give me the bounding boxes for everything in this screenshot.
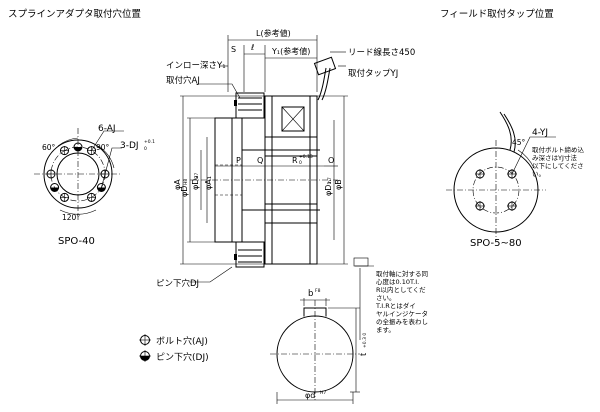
note-line-4: さい。 — [376, 294, 396, 302]
dim-phi-D-fit: H8 — [183, 179, 189, 185]
label-angle-60: 60° — [42, 143, 56, 152]
dim-Y1: Y₁(参考値) — [271, 46, 310, 56]
pin-hole-dj-icon — [50, 142, 106, 192]
label-6-aj: 6-AJ — [98, 124, 116, 134]
note-line-1: 取付軸に対する同 — [376, 269, 428, 278]
label-inlow-depth: インロー深さY₁ — [166, 61, 226, 71]
label-3-dj-tol-lower: 0 — [144, 146, 147, 152]
note-bolt-depth-3: 以下にしてくださ — [532, 162, 584, 170]
dim-t-tol: +0.3 0 — [362, 333, 368, 348]
label-4-yj: 4-YJ — [532, 128, 548, 138]
caption-spo-40: SPO-40 — [58, 236, 95, 247]
note-line-3: R以内としてくだ — [376, 285, 426, 294]
left-end-view — [34, 128, 124, 220]
note-line-7: の全振みを表わし — [376, 317, 428, 326]
label-mount-hole-aj: 取付穴AJ — [166, 75, 200, 86]
label-angle-90: 90° — [96, 143, 110, 152]
legend-bolt-hole-label: ボルト穴(AJ) — [156, 335, 208, 347]
legend-pin-hole-icon — [139, 350, 151, 362]
label-mount-tap-yj: 取付タップYJ — [348, 68, 398, 79]
dim-phi-A: φA — [173, 179, 182, 190]
right-end-view — [446, 111, 556, 240]
note-bolt-depth-2: み深さはYJ寸法 — [532, 153, 577, 162]
dim-t: t — [359, 353, 368, 356]
dim-phi-D2: φD₂ — [191, 175, 200, 190]
dim-l: ℓ — [250, 43, 254, 52]
dim-phi-D1: φD₁ — [324, 181, 333, 196]
note-line-8: ます。 — [376, 326, 395, 334]
label-angle-45: 45° — [512, 138, 526, 147]
label-angle-120: 120° — [62, 213, 80, 222]
dim-b: b — [308, 289, 313, 299]
dim-Q: Q — [257, 156, 263, 165]
caption-spo-5-80: SPO-5~80 — [470, 238, 522, 249]
dim-P: P — [236, 156, 241, 165]
dim-phi-D1-fit: h7 — [327, 177, 333, 183]
dim-phi-B: φB — [334, 179, 343, 190]
label-3-dj-tol-upper: +0.1 — [144, 139, 155, 145]
dim-phi-A1: φA₁ — [204, 176, 213, 190]
dim-phi-D: φD — [180, 186, 189, 197]
keyway-bore-view — [270, 298, 360, 404]
dim-R-tol-upper: +0.13 — [299, 154, 313, 160]
note-bolt-depth-4: い。 — [532, 170, 545, 178]
label-lead-wire: リード線長さ450 — [348, 47, 415, 58]
dim-L: L(参考値) — [256, 28, 291, 38]
dim-R: R — [292, 156, 298, 165]
clutch-section-view — [180, 35, 348, 283]
note-line-6: ヤルインジケータ — [376, 309, 428, 318]
dim-S: S — [231, 45, 236, 54]
dim-b-fit: F8 — [315, 288, 321, 294]
dim-phi-d: φd — [305, 391, 315, 400]
label-3-dj: 3-DJ — [120, 141, 139, 151]
legend-pin-hole-label: ピン下穴(DJ) — [156, 351, 209, 363]
header-field-tap-positions: フィールド取付タップ位置 — [440, 8, 554, 20]
legend-bolt-hole-icon — [139, 334, 151, 346]
dim-phi-d-fit: H7 — [320, 390, 326, 396]
note-bolt-depth-1: 取付ボルト締め込 — [532, 145, 585, 154]
label-pin-hole-dj: ピン下穴DJ — [156, 278, 199, 289]
note-line-2: 心度は0.10T.I. — [376, 277, 419, 286]
dim-R-tol-lower: 0 — [299, 160, 302, 166]
tolerance-note — [353, 257, 374, 340]
dim-O: O — [328, 156, 334, 165]
header-spline-adapter-holes: スプラインアダプタ取付穴位置 — [8, 8, 141, 20]
note-line-5: T.I.Rとはダイ — [375, 301, 416, 310]
bolt-hole-aj-icon — [46, 146, 110, 202]
dim-phi-D2-fit: H7 — [194, 173, 200, 179]
